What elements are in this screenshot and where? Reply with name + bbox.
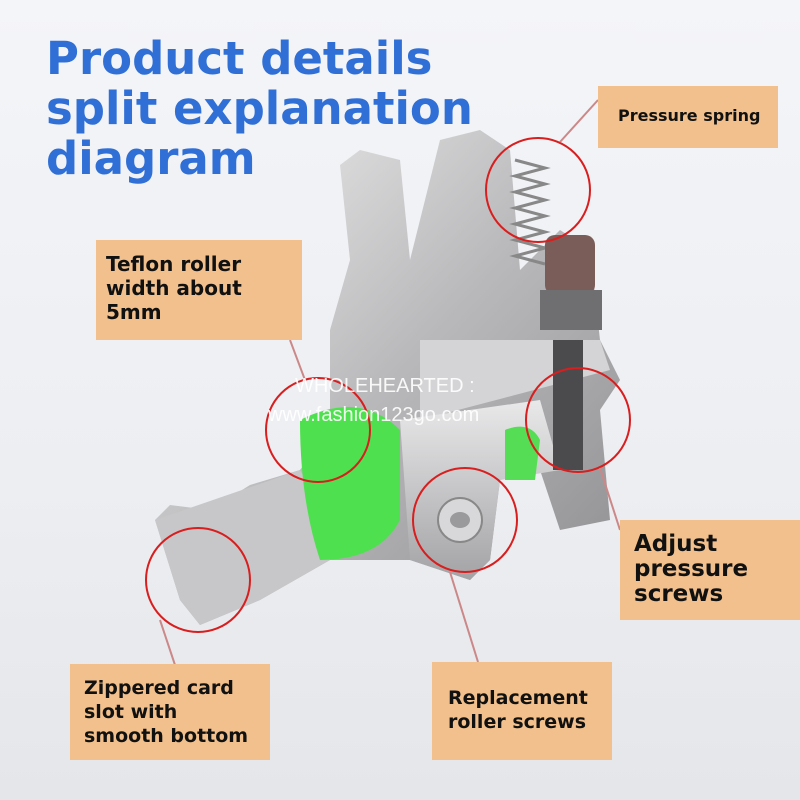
title-line: Product details <box>46 32 433 85</box>
label-text: screws <box>634 581 724 607</box>
label-text: 5mm <box>106 300 162 324</box>
adjust-screw <box>540 235 602 470</box>
label-text: smooth bottom <box>84 725 249 747</box>
page-title: Product details split explanation diagra… <box>46 34 473 184</box>
callout-circle-spring <box>485 137 591 243</box>
label-replacement-screws: Replacement roller screws <box>432 662 612 760</box>
leader-spring <box>559 99 599 143</box>
label-text: Pressure spring <box>618 106 761 125</box>
pressure-spring <box>509 158 551 266</box>
label-text: pressure <box>634 556 749 582</box>
title-line: split explanation <box>46 82 473 135</box>
label-text: slot with <box>84 701 178 723</box>
callout-circle-screw <box>412 467 518 573</box>
callout-circle-adjust <box>525 367 631 473</box>
label-text: Replacement <box>448 687 588 709</box>
roller-screw-head <box>437 497 483 543</box>
label-text: Adjust <box>634 531 718 557</box>
leader-roller <box>289 339 306 381</box>
label-text: width about <box>106 276 242 300</box>
title-line: diagram <box>46 132 256 185</box>
label-teflon-roller: Teflon roller width about 5mm <box>96 240 302 340</box>
label-zippered-slot: Zippered card slot with smooth bottom <box>70 664 270 760</box>
teflon-roller <box>300 407 540 560</box>
callout-circle-roller <box>265 377 371 483</box>
watermark-brand: WHOLEHEARTED : <box>295 375 475 397</box>
callout-circle-slot <box>145 527 251 633</box>
label-text: Zippered card <box>84 677 234 699</box>
watermark-url: www.fashion123go.com <box>268 404 480 426</box>
label-pressure-spring: Pressure spring <box>598 86 778 148</box>
leader-adjust <box>599 467 621 531</box>
label-text: Teflon roller <box>106 252 242 276</box>
label-adjust-screws: Adjust pressure screws <box>620 520 800 620</box>
label-text: roller screws <box>448 711 587 733</box>
leader-screw <box>449 571 479 663</box>
leader-slot <box>159 619 176 666</box>
